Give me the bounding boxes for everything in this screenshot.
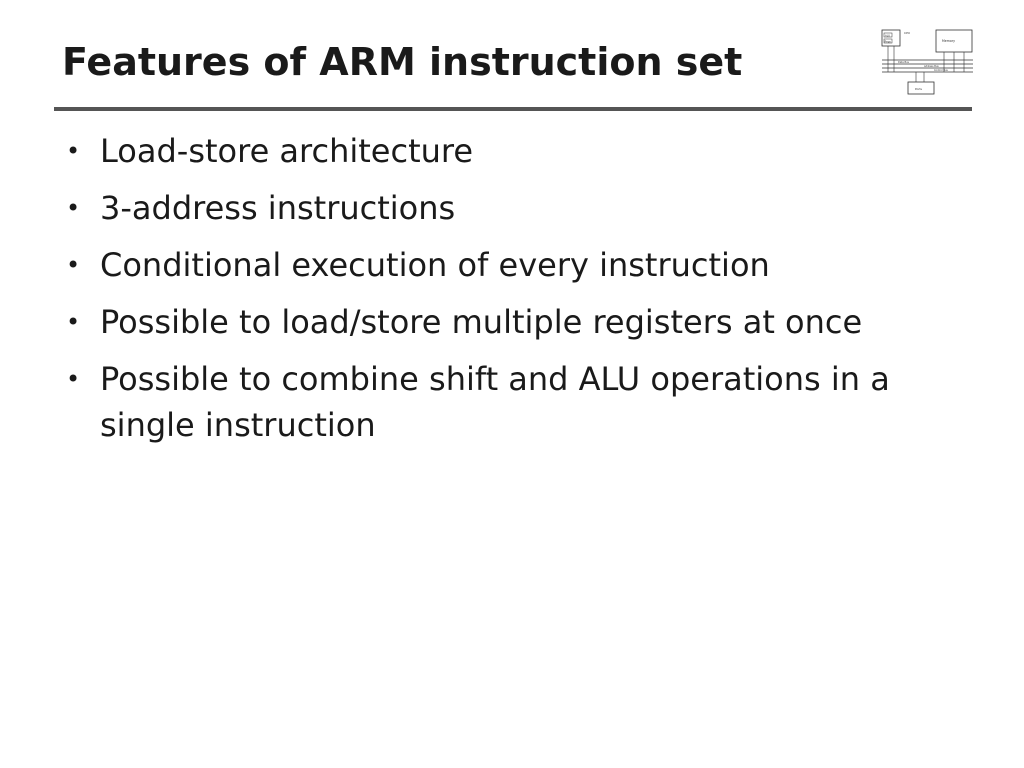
- regs-box-icon: [883, 38, 893, 44]
- bullet-list: • Load-store architecture • 3-address in…: [62, 128, 972, 459]
- bullet-icon: •: [66, 251, 81, 279]
- bullet-icon: •: [66, 194, 81, 222]
- bullet-text: Possible to combine shift and ALU operat…: [100, 360, 890, 444]
- logo-label-alu: ALU: [885, 34, 890, 38]
- cpu-box-icon: [881, 29, 901, 47]
- logo-label-address-bus: Address Bus: [924, 65, 939, 68]
- logo-label-regs: Regs: [885, 40, 892, 44]
- bullet-item: • Possible to load/store multiple regist…: [62, 299, 972, 345]
- bullet-text: Load-store architecture: [100, 132, 474, 170]
- logo-label-control-bus: Control Bus: [934, 69, 949, 72]
- bullet-item: • Conditional execution of every instruc…: [62, 242, 972, 288]
- computer-architecture-diagram-icon: ALU Regs CPU Memory Data Bus Address Bus…: [881, 29, 973, 95]
- logo-label-ports: Ports: [915, 87, 923, 91]
- bullet-icon: •: [66, 365, 81, 393]
- logo-label-memory: Memory: [942, 39, 955, 43]
- logo-label-data-bus: Data Bus: [898, 61, 910, 64]
- alu-box-icon: [883, 32, 893, 38]
- bullet-text: Possible to load/store multiple register…: [100, 303, 863, 341]
- title-divider: [54, 107, 972, 111]
- bullet-icon: •: [66, 308, 81, 336]
- bullet-icon: •: [66, 137, 81, 165]
- bullet-item: • 3-address instructions: [62, 185, 972, 231]
- bullet-item: • Load-store architecture: [62, 128, 972, 174]
- bullet-text: 3-address instructions: [100, 189, 456, 227]
- slide-title: Features of ARM instruction set: [62, 40, 743, 84]
- logo-label-cpu: CPU: [904, 31, 910, 35]
- bullet-text: Conditional execution of every instructi…: [100, 246, 770, 284]
- bullet-item: • Possible to combine shift and ALU oper…: [62, 356, 972, 448]
- ports-box-icon: [907, 81, 935, 95]
